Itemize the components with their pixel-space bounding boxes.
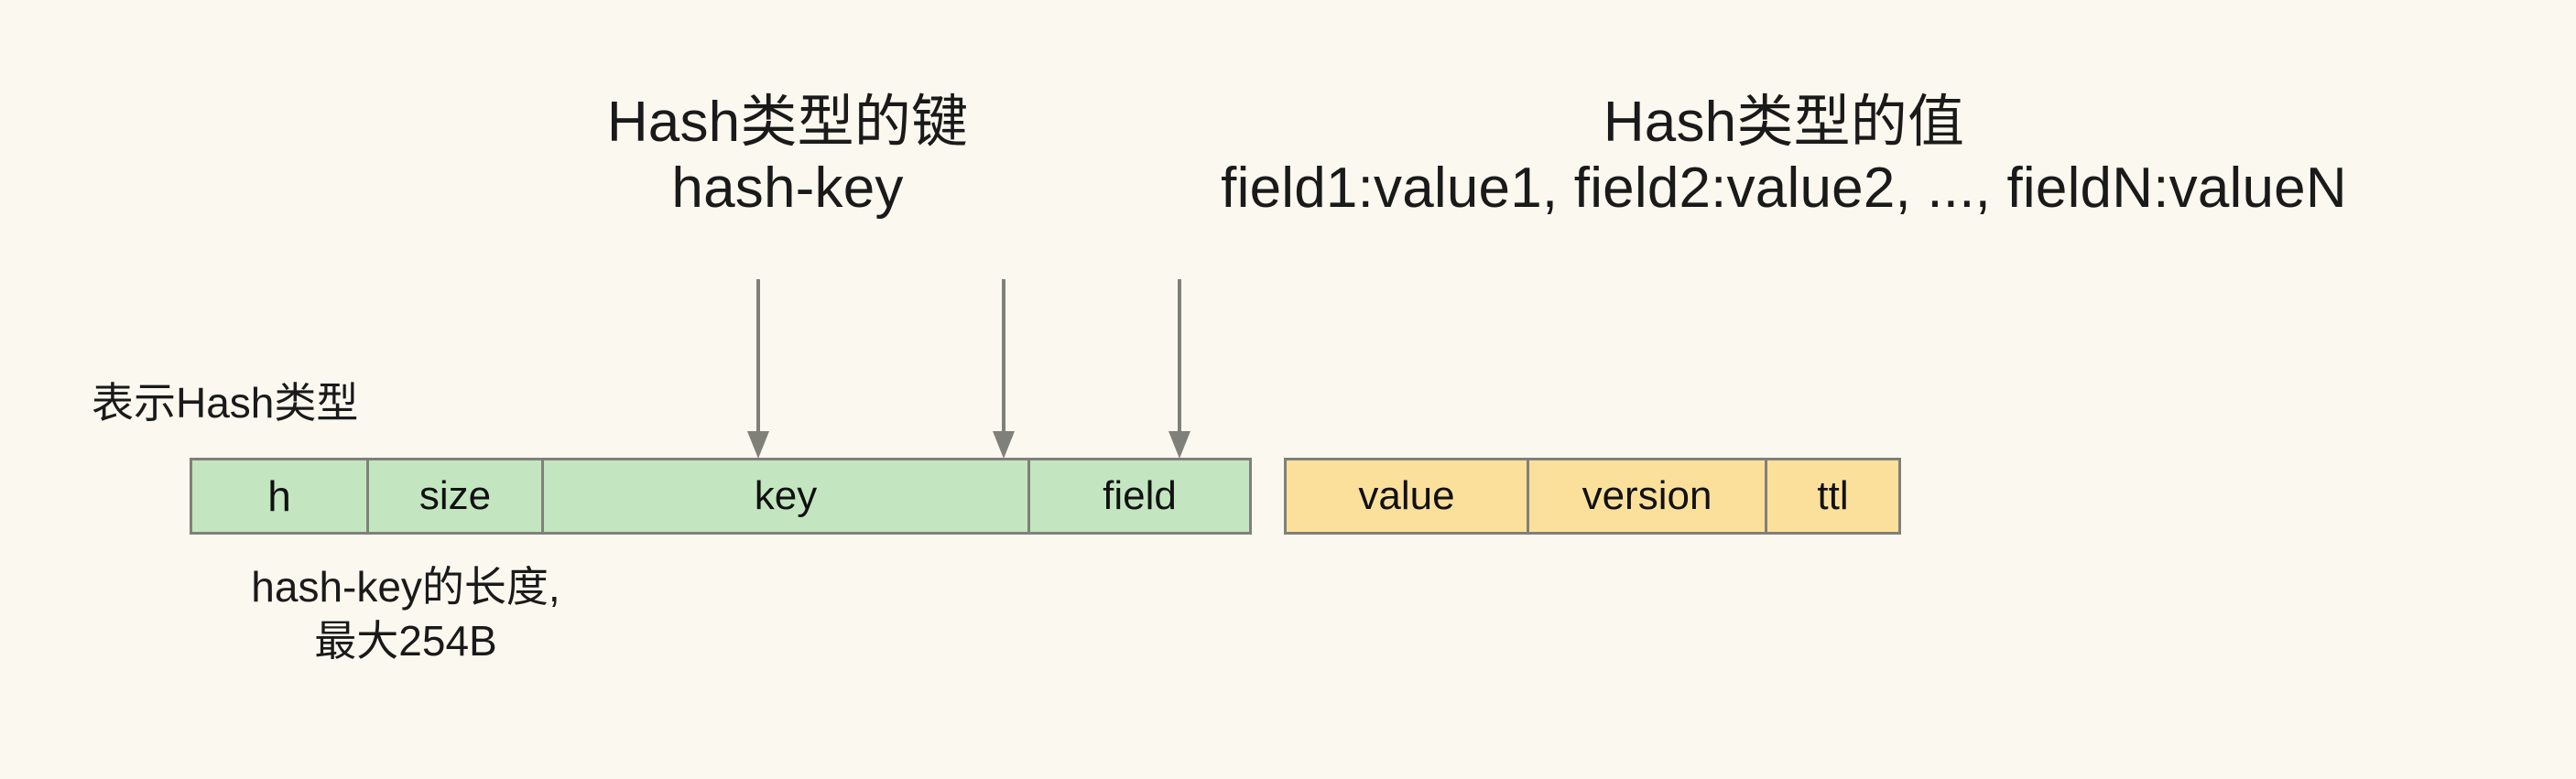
cell-ttl: ttl: [1765, 458, 1901, 535]
value-header-line2: field1:value1, field2:value2, ..., field…: [1221, 156, 2347, 220]
cell-key: key: [541, 458, 1030, 535]
cell-value: value: [1284, 458, 1529, 535]
cell-type-marker-label: h: [267, 472, 291, 520]
cell-version: version: [1527, 458, 1767, 535]
value-header-annotation: Hash类型的值 field1:value1, field2:value2, .…: [1070, 90, 2498, 222]
cell-field: field: [1027, 458, 1252, 535]
cell-field-label: field: [1103, 473, 1177, 518]
cell-version-label: version: [1581, 473, 1712, 518]
arrow-to-value-icon: [1168, 279, 1191, 460]
key-header-line1: Hash类型的键: [606, 91, 969, 154]
arrow-to-key-icon: [746, 279, 770, 460]
key-length-line1: hash-key的长度,: [251, 563, 560, 611]
arrow-to-field-icon: [992, 279, 1016, 460]
value-header-line1: Hash类型的值: [1603, 91, 1965, 154]
cell-size: size: [366, 458, 544, 535]
key-length-line2: 最大254B: [314, 616, 497, 665]
key-header-annotation: Hash类型的键 hash-key: [559, 90, 1016, 222]
hash-value-encoding-bar: value version ttl: [1284, 458, 1901, 535]
cell-value-label: value: [1358, 473, 1455, 518]
type-marker-annotation: 表示Hash类型: [92, 379, 359, 427]
key-header-line2: hash-key: [671, 156, 904, 220]
hash-key-encoding-bar: h size key field: [190, 458, 1252, 535]
cell-size-label: size: [418, 473, 492, 518]
cell-key-label: key: [754, 473, 818, 518]
key-length-annotation: hash-key的长度, 最大254B: [186, 560, 625, 668]
cell-ttl-label: ttl: [1817, 473, 1849, 518]
cell-type-marker: h: [190, 458, 369, 535]
